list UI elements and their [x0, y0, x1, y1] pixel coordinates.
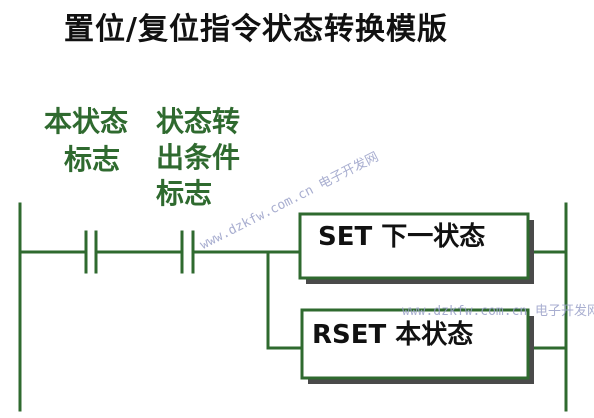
label-transition-line2: 出条件: [156, 141, 241, 174]
label-current-state-line2: 标志: [64, 143, 121, 176]
rset-current-state-text: RSET 本状态: [312, 320, 474, 350]
label-current-state-line1: 本状态: [44, 105, 129, 138]
watermark-horizontal: www.dzkfw.com.cn 电子开发网: [402, 304, 594, 319]
set-next-state-text: SET 下一状态: [318, 222, 486, 252]
box2-frame: [300, 308, 530, 380]
label-transition-line3: 标志: [156, 177, 213, 210]
label-transition-line1: 状态转: [156, 105, 241, 138]
box1-frame: [298, 212, 530, 280]
diagram-title: 置位/复位指令状态转换模版: [64, 12, 448, 47]
